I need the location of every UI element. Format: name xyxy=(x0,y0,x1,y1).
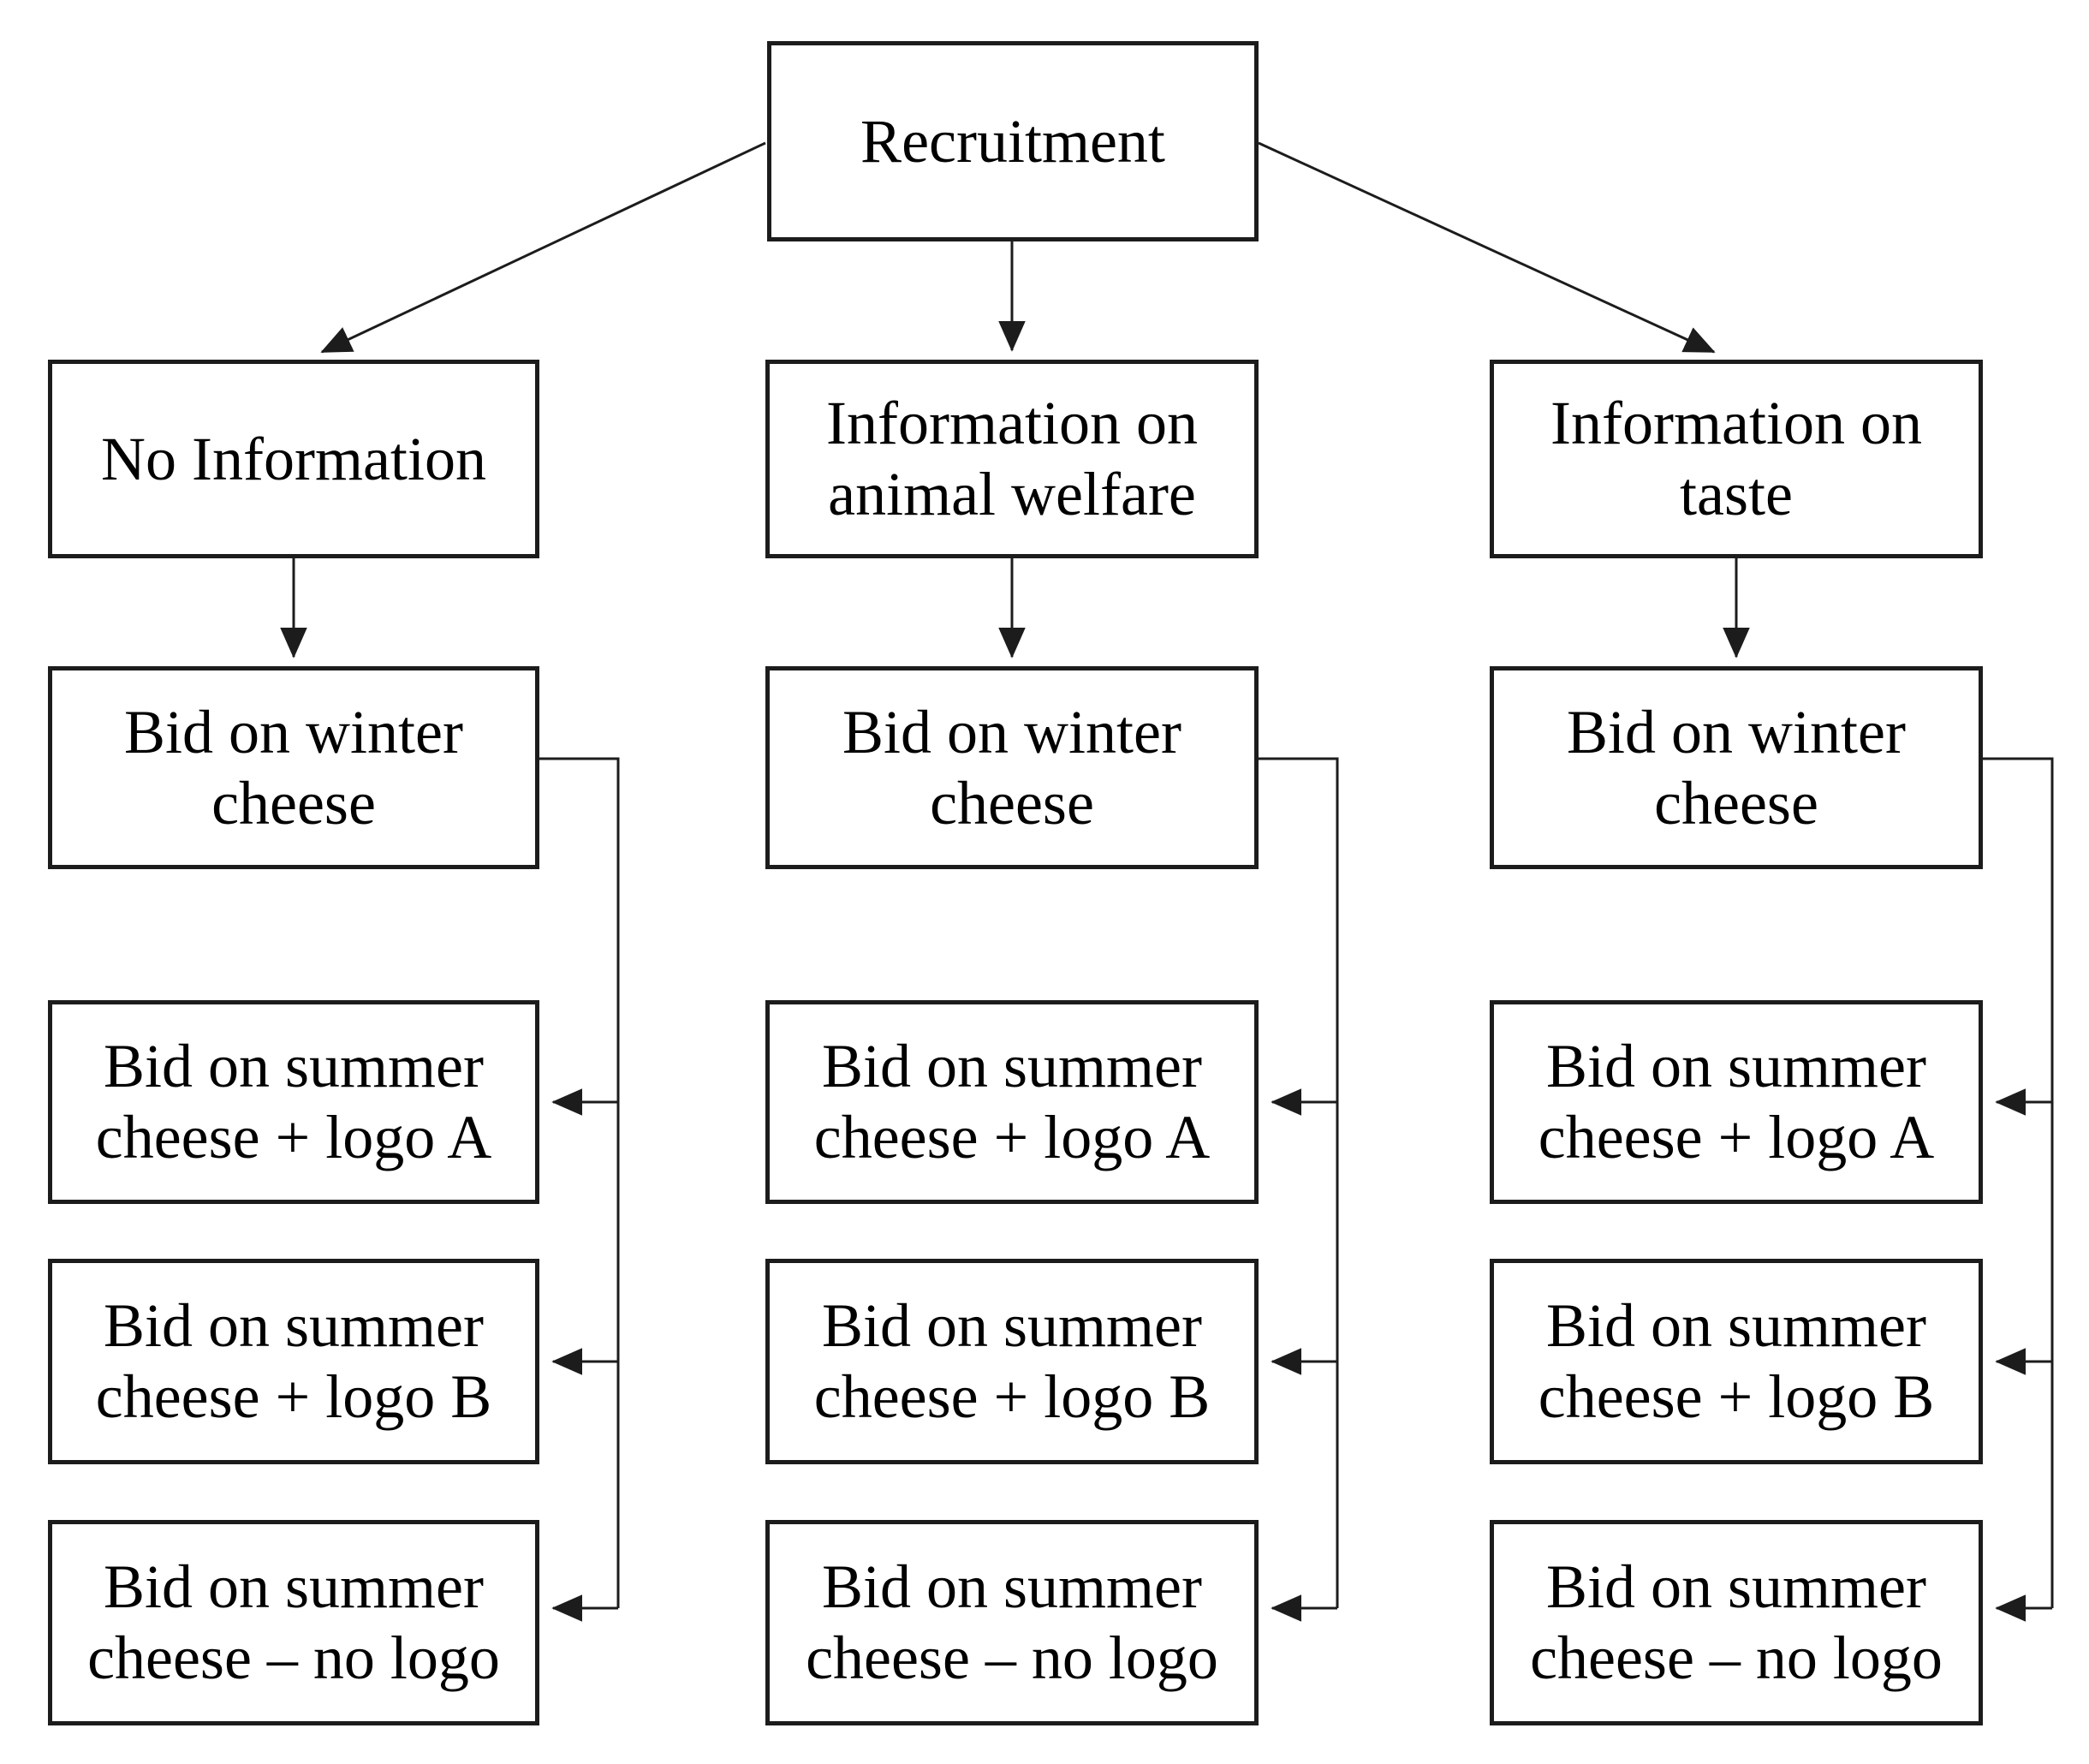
node-summer-logo-a-col2-label: Bid on summer cheese + logo A xyxy=(813,1032,1211,1171)
node-winter-cheese-col2: Bid on winter cheese xyxy=(765,666,1259,869)
connector-winter-to-summer-col1 xyxy=(539,757,620,1608)
node-summer-no-logo-col1: Bid on summer cheese – no logo xyxy=(48,1520,539,1725)
node-summer-no-logo-col2: Bid on summer cheese – no logo xyxy=(765,1520,1259,1725)
node-summer-logo-a-col2: Bid on summer cheese + logo A xyxy=(765,1000,1259,1204)
connector-winter-to-summer-col2 xyxy=(1259,757,1339,1608)
node-summer-no-logo-col3: Bid on summer cheese – no logo xyxy=(1490,1520,1983,1725)
node-info-animal-welfare: Information on animal welfare xyxy=(765,360,1259,558)
node-summer-logo-b-col3-label: Bid on summer cheese + logo B xyxy=(1538,1291,1935,1431)
connector-winter-to-summer-col3 xyxy=(1983,757,2054,1608)
node-winter-cheese-col1: Bid on winter cheese xyxy=(48,666,539,869)
node-info-taste-label: Information on taste xyxy=(1550,389,1922,528)
node-summer-logo-a-col3: Bid on summer cheese + logo A xyxy=(1490,1000,1983,1204)
node-summer-logo-a-col1-label: Bid on summer cheese + logo A xyxy=(95,1032,492,1171)
node-summer-logo-b-col1-label: Bid on summer cheese + logo B xyxy=(95,1291,492,1431)
node-summer-logo-a-col1: Bid on summer cheese + logo A xyxy=(48,1000,539,1204)
node-winter-cheese-col1-label: Bid on winter cheese xyxy=(124,697,463,837)
arrow-recruitment-to-taste xyxy=(1258,141,1716,354)
node-no-information: No Information xyxy=(48,360,539,558)
node-info-animal-welfare-label: Information on animal welfare xyxy=(826,389,1198,528)
node-no-information-label: No Information xyxy=(101,424,486,493)
node-winter-cheese-col3: Bid on winter cheese xyxy=(1490,666,1983,869)
node-summer-logo-b-col1: Bid on summer cheese + logo B xyxy=(48,1259,539,1464)
node-recruitment-label: Recruitment xyxy=(860,106,1165,176)
node-summer-no-logo-col2-label: Bid on summer cheese – no logo xyxy=(806,1552,1218,1692)
node-summer-logo-b-col2-label: Bid on summer cheese + logo B xyxy=(813,1291,1211,1431)
node-summer-logo-b-col3: Bid on summer cheese + logo B xyxy=(1490,1259,1983,1464)
arrow-recruitment-to-no-information xyxy=(320,141,766,354)
node-winter-cheese-col3-label: Bid on winter cheese xyxy=(1567,697,1906,837)
node-summer-logo-b-col2: Bid on summer cheese + logo B xyxy=(765,1259,1259,1464)
node-winter-cheese-col2-label: Bid on winter cheese xyxy=(842,697,1181,837)
node-recruitment: Recruitment xyxy=(767,41,1259,241)
node-summer-no-logo-col1-label: Bid on summer cheese – no logo xyxy=(87,1552,500,1692)
node-summer-no-logo-col3-label: Bid on summer cheese – no logo xyxy=(1530,1552,1943,1692)
node-summer-logo-a-col3-label: Bid on summer cheese + logo A xyxy=(1538,1032,1935,1171)
node-info-taste: Information on taste xyxy=(1490,360,1983,558)
